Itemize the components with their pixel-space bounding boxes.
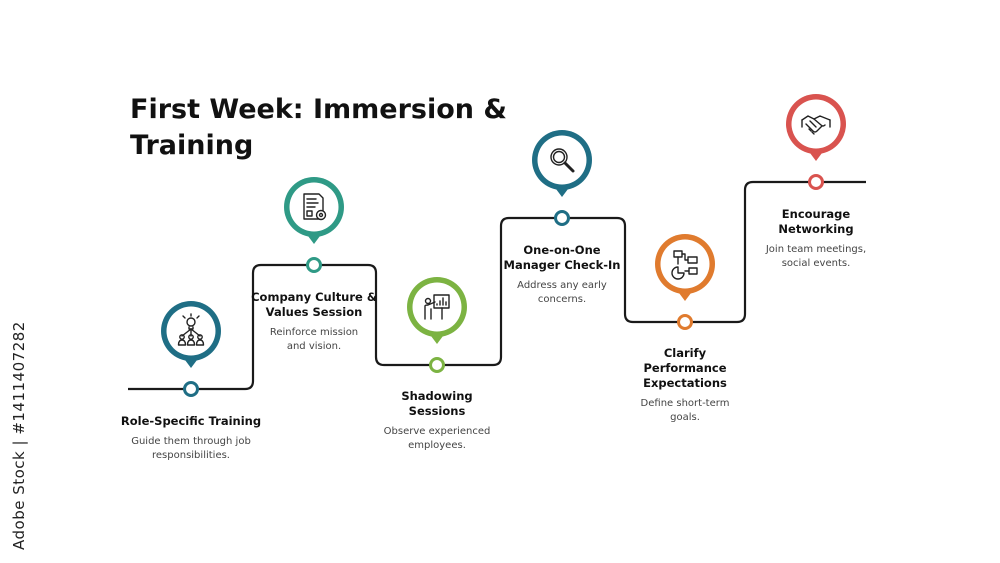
step-description: Address any early concerns. xyxy=(517,279,607,307)
step-title-line: Role-Specific Training xyxy=(120,414,262,428)
step-description-line: Join team meetings, xyxy=(765,244,867,255)
step-title-line: Networking xyxy=(778,222,854,236)
stock-credit: Adobe Stock | #1411407282 xyxy=(10,321,28,550)
handshake-icon xyxy=(801,115,831,135)
page-title: First Week: Immersion & Training xyxy=(130,94,507,161)
step-description-line: Address any early xyxy=(517,280,607,291)
step-title-line: Expectations xyxy=(643,376,727,390)
step-title-line: One-on-One xyxy=(523,243,601,257)
step-title-line: Manager Check-In xyxy=(503,258,621,272)
presenter-icon xyxy=(424,294,450,320)
step-node xyxy=(429,357,445,373)
step-description-line: and vision. xyxy=(286,341,342,352)
step-description-line: goals. xyxy=(670,412,700,423)
step-title-line: Shadowing xyxy=(401,389,473,403)
step-description-line: social events. xyxy=(781,258,851,269)
step-marker xyxy=(655,234,715,330)
step-description: Observe experienced employees. xyxy=(384,425,491,453)
flowchart-icon xyxy=(671,250,698,280)
step-description-line: Guide them through job xyxy=(131,436,251,447)
step-node xyxy=(808,174,824,190)
step-description-line: concerns. xyxy=(537,294,587,305)
document-gear-icon xyxy=(303,193,327,221)
step-marker xyxy=(284,177,344,273)
step-title: Role-Specific Training xyxy=(121,414,261,429)
step-title-line: Company Culture & xyxy=(251,290,377,304)
step-description: Join team meetings, social events. xyxy=(766,243,866,271)
step-node xyxy=(306,257,322,273)
step-description: Reinforce mission and vision. xyxy=(270,326,358,354)
step-marker xyxy=(786,94,846,190)
step-title: Company Culture &Values Session xyxy=(251,290,377,320)
pin-face xyxy=(537,135,587,185)
step-title-line: Clarify xyxy=(663,346,707,360)
magnifier-icon xyxy=(550,148,575,173)
pin-face xyxy=(660,239,710,289)
step-marker xyxy=(407,277,467,373)
step-description: Guide them through job responsibilities. xyxy=(131,435,251,463)
step-title-line: Performance xyxy=(643,361,727,375)
team-idea-icon xyxy=(177,313,205,346)
step-description: Define short-term goals. xyxy=(641,397,730,425)
pin-face xyxy=(791,99,841,149)
step-path-line xyxy=(128,180,866,391)
step-description-line: Define short-term xyxy=(640,398,730,409)
step-node xyxy=(677,314,693,330)
step-title-line: Sessions xyxy=(408,404,466,418)
step-marker xyxy=(161,301,221,397)
step-title-line: Encourage xyxy=(781,207,851,221)
step-title-line: Values Session xyxy=(265,305,363,319)
step-description-line: employees. xyxy=(408,440,466,451)
step-description-line: Observe experienced xyxy=(383,426,491,437)
step-description-line: responsibilities. xyxy=(152,450,230,461)
step-marker xyxy=(532,130,592,226)
step-node xyxy=(183,381,199,397)
step-description-line: Reinforce mission xyxy=(269,327,359,338)
pin-face xyxy=(412,282,462,332)
step-node xyxy=(554,210,570,226)
